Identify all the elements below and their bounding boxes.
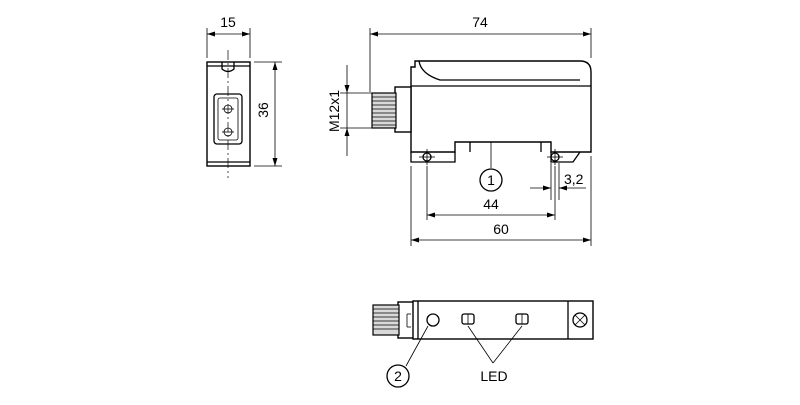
callout-1-label: 1 (487, 172, 495, 188)
dim-thread: M12x1 (326, 90, 342, 132)
callout-2-label: 2 (394, 368, 402, 384)
led-label: LED (480, 368, 507, 384)
dim-front-width: 15 (220, 14, 236, 30)
callout-2-circle (386, 364, 410, 388)
callout-1-circle (479, 168, 503, 192)
screw-icon (572, 312, 588, 328)
dim-hole-offset: 3,2 (564, 171, 584, 187)
dim-base-length: 60 (493, 221, 509, 237)
side-view-outline (410, 60, 592, 153)
top-view-outline (412, 300, 594, 340)
dim-total-length: 74 (472, 14, 488, 30)
m12-connector (371, 86, 412, 133)
dim-front-height: 36 (255, 102, 271, 118)
front-view: 15 36 (206, 14, 282, 178)
dim-hole-spacing: 44 (483, 196, 499, 212)
top-view: 2 LED (372, 300, 594, 388)
potentiometer (426, 313, 440, 327)
side-view: 1 74 M12x1 3,2 44 60 (326, 14, 592, 246)
